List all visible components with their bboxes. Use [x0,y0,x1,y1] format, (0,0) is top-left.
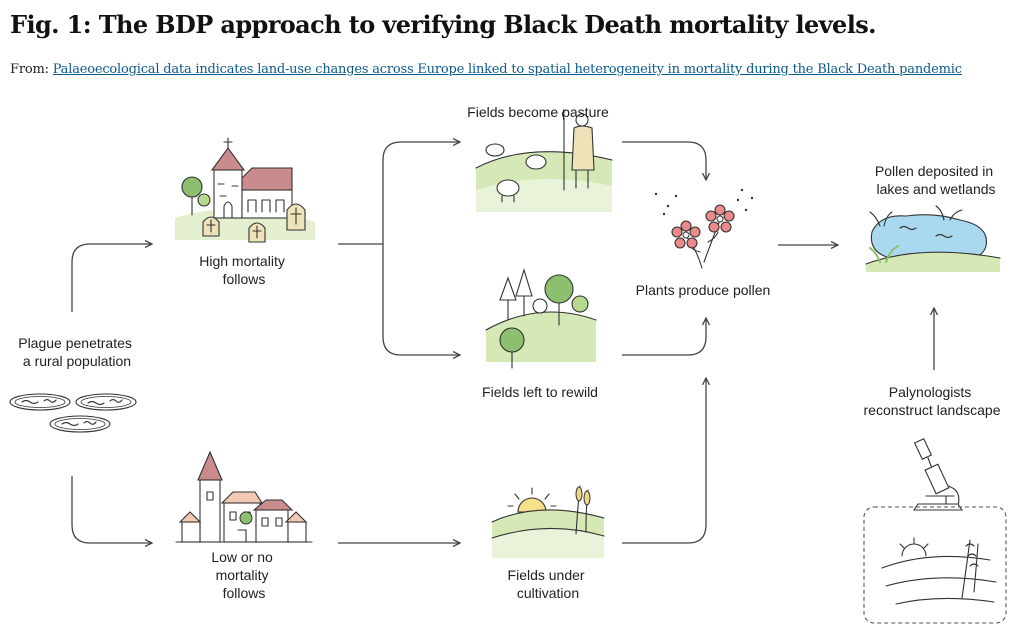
label-plague: Plague penetrates a rural population [18,335,136,369]
arrow-branch-to-pasture [382,142,460,244]
label-low-mortality-line-2: mortality [216,567,269,583]
label-pasture: Fields become pasture [467,104,609,120]
label-palynologists: Palynologists reconstruct landscape [864,384,1001,418]
source-article-link[interactable]: Palaeoecological data indicates land-use… [52,62,962,77]
label-deposited-line-1: Pollen deposited in [875,163,993,179]
label-plague-line-2: a rural population [23,353,131,369]
label-high-mortality-line-2: follows [223,271,266,287]
flowers-pollen-icon [654,188,754,269]
arrow-plague-to-high [71,244,152,312]
arrow-cultivation-to-pollen [622,378,706,544]
label-palynologists-line-1: Palynologists [889,384,972,400]
village-icon [175,450,313,543]
arrow-branch-to-rewild [382,244,460,355]
arrow-plague-to-low [71,476,152,543]
label-plague-line-1: Plague penetrates [18,335,132,351]
forest-icon [485,268,597,369]
label-deposited-line-2: lakes and wetlands [876,181,995,197]
arrow-pasture-to-pollen [622,141,706,180]
label-cultivation-line-2: cultivation [517,585,579,601]
label-deposited: Pollen deposited in lakes and wetlands [875,163,997,197]
petri-dish-icon [9,393,137,433]
figure-title: Fig. 1: The BDP approach to verifying Bl… [10,10,877,39]
from-label: From: [10,62,49,77]
label-palynologists-line-2: reconstruct landscape [864,402,1001,418]
pasture-shepherd-icon [475,109,613,212]
label-low-mortality-line-3: follows [223,585,266,601]
church-graveyard-icon [175,137,315,243]
arrow-rewild-to-pollen [622,318,706,356]
cultivated-field-icon [491,485,605,558]
label-cultivation: Fields under cultivation [508,567,589,601]
label-high-mortality-line-1: High mortality [199,253,285,269]
node-labels: Plague penetrates a rural population Hig… [18,104,1000,601]
flow-arrows [71,141,934,544]
figure-source: From: Palaeoecological data indicates la… [10,62,962,77]
label-high-mortality: High mortality follows [199,253,288,287]
label-low-mortality-line-1: Low or no [211,549,273,565]
lake-icon [865,205,1001,272]
label-rewild: Fields left to rewild [482,384,598,400]
label-low-mortality: Low or no mortality follows [211,549,276,601]
microscope-icon [912,437,964,511]
label-pollen: Plants produce pollen [636,282,771,298]
label-cultivation-line-1: Fields under [508,567,585,583]
sample-sketch-icon [863,506,1007,624]
